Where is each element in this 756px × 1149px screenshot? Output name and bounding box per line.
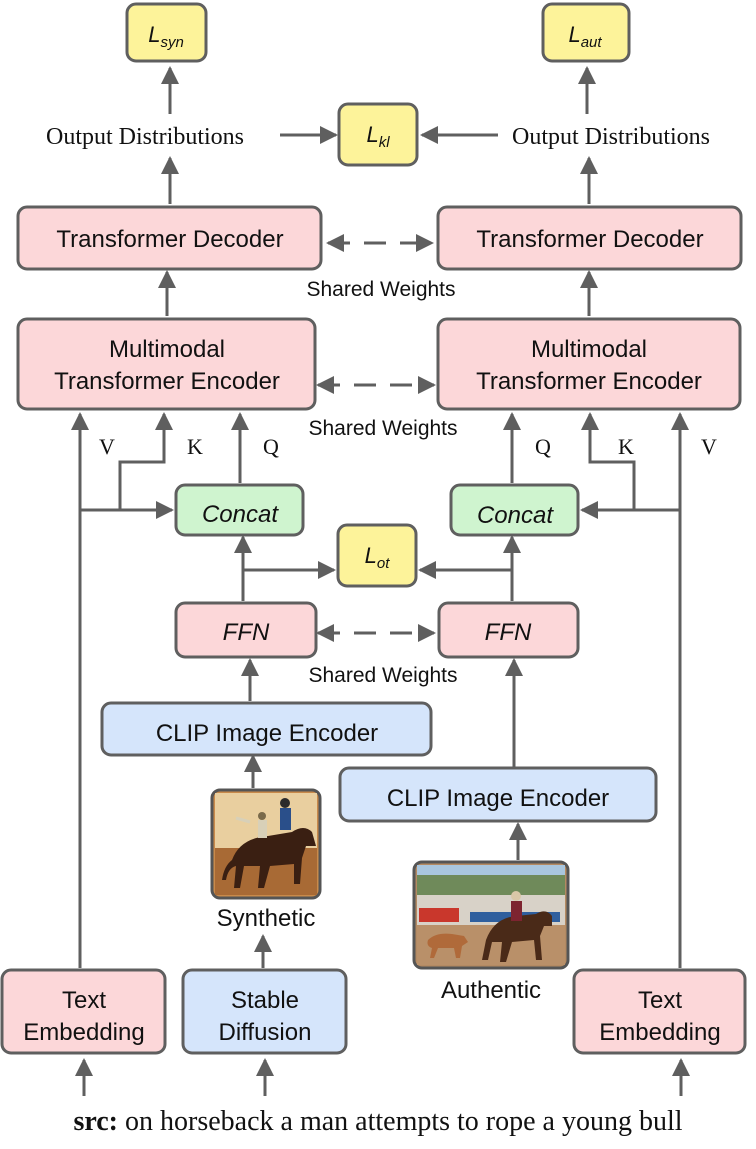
- clip-encoder-left-label: CLIP Image Encoder: [156, 720, 378, 747]
- concat-left: Concat: [174, 483, 305, 537]
- label-v-right: V: [701, 434, 717, 459]
- output-distributions-right: Output Distributions: [512, 124, 710, 150]
- shared-weights-encoder: Shared Weights: [308, 417, 457, 440]
- connectors: [71, 66, 690, 1096]
- synthetic-image: [210, 788, 322, 900]
- ffn-left-label: FFN: [223, 619, 270, 646]
- text-embedding-left-line1: Text: [62, 987, 106, 1014]
- authentic-label: Authentic: [441, 977, 541, 1004]
- label-v-left: V: [99, 434, 115, 459]
- transformer-decoder-left: Transformer Decoder: [16, 205, 323, 271]
- transformer-decoder-right-label: Transformer Decoder: [476, 226, 703, 253]
- loss-syn-base: L: [148, 22, 160, 47]
- multimodal-encoder-right: Multimodal Transformer Encoder: [436, 317, 742, 411]
- multimodal-encoder-left-line2: Transformer Encoder: [54, 368, 280, 395]
- text-embedding-left: Text Embedding: [0, 968, 167, 1055]
- synthetic-label: Synthetic: [217, 905, 316, 932]
- transformer-decoder-right: Transformer Decoder: [436, 205, 743, 271]
- loss-syn-box: Lsyn: [125, 2, 208, 63]
- label-q-right: Q: [535, 434, 551, 459]
- text-embedding-right-line1: Text: [638, 987, 682, 1014]
- clip-encoder-right: CLIP Image Encoder: [338, 766, 658, 823]
- source-text: on horseback a man attempts to rope a yo…: [118, 1106, 683, 1137]
- multimodal-encoder-right-line2: Transformer Encoder: [476, 368, 702, 395]
- loss-aut-box: Laut: [541, 2, 631, 63]
- svg-text:Lkl: Lkl: [366, 122, 390, 151]
- loss-ot-base: L: [365, 543, 377, 568]
- output-distributions-left: Output Distributions: [46, 124, 244, 150]
- clip-encoder-right-label: CLIP Image Encoder: [387, 785, 609, 812]
- shared-weights-decoder: Shared Weights: [306, 278, 455, 301]
- concat-right-label: Concat: [477, 502, 554, 529]
- text-embedding-right-line2: Embedding: [599, 1019, 720, 1046]
- shared-weights-ffn: Shared Weights: [308, 664, 457, 687]
- source-label: src:: [73, 1106, 118, 1137]
- text-embedding-right: Text Embedding: [572, 968, 747, 1055]
- stable-diffusion-line1: Stable: [231, 987, 299, 1014]
- ffn-left: FFN: [174, 601, 318, 659]
- multimodal-encoder-right-line1: Multimodal: [531, 336, 647, 363]
- multimodal-encoder-left-line1: Multimodal: [109, 336, 225, 363]
- svg-text:Laut: Laut: [568, 22, 602, 51]
- clip-encoder-left: CLIP Image Encoder: [100, 701, 433, 757]
- source-sentence: src: on horseback a man attempts to rope…: [73, 1106, 682, 1137]
- loss-syn-sub: syn: [160, 34, 183, 51]
- loss-ot-sub: ot: [377, 555, 390, 572]
- concat-left-label: Concat: [202, 501, 279, 528]
- label-q-left: Q: [263, 434, 279, 459]
- svg-text:Lot: Lot: [365, 543, 391, 572]
- loss-aut-sub: aut: [581, 34, 603, 51]
- loss-kl-box: Lkl: [337, 102, 419, 167]
- authentic-image: [412, 860, 570, 970]
- svg-text:Lsyn: Lsyn: [148, 22, 184, 51]
- loss-kl-sub: kl: [379, 134, 391, 151]
- stable-diffusion-box: Stable Diffusion: [181, 968, 348, 1055]
- label-k-right: K: [618, 434, 634, 459]
- transformer-decoder-left-label: Transformer Decoder: [56, 226, 283, 253]
- label-k-left: K: [187, 434, 203, 459]
- multimodal-encoder-left: Multimodal Transformer Encoder: [16, 317, 317, 411]
- text-embedding-left-line2: Embedding: [23, 1019, 144, 1046]
- ffn-right: FFN: [437, 601, 580, 659]
- stable-diffusion-line2: Diffusion: [219, 1019, 312, 1046]
- concat-right: Concat: [449, 483, 580, 537]
- loss-kl-base: L: [366, 122, 378, 147]
- loss-ot-box: Lot: [336, 523, 418, 588]
- ffn-right-label: FFN: [485, 619, 532, 646]
- loss-aut-base: L: [568, 22, 580, 47]
